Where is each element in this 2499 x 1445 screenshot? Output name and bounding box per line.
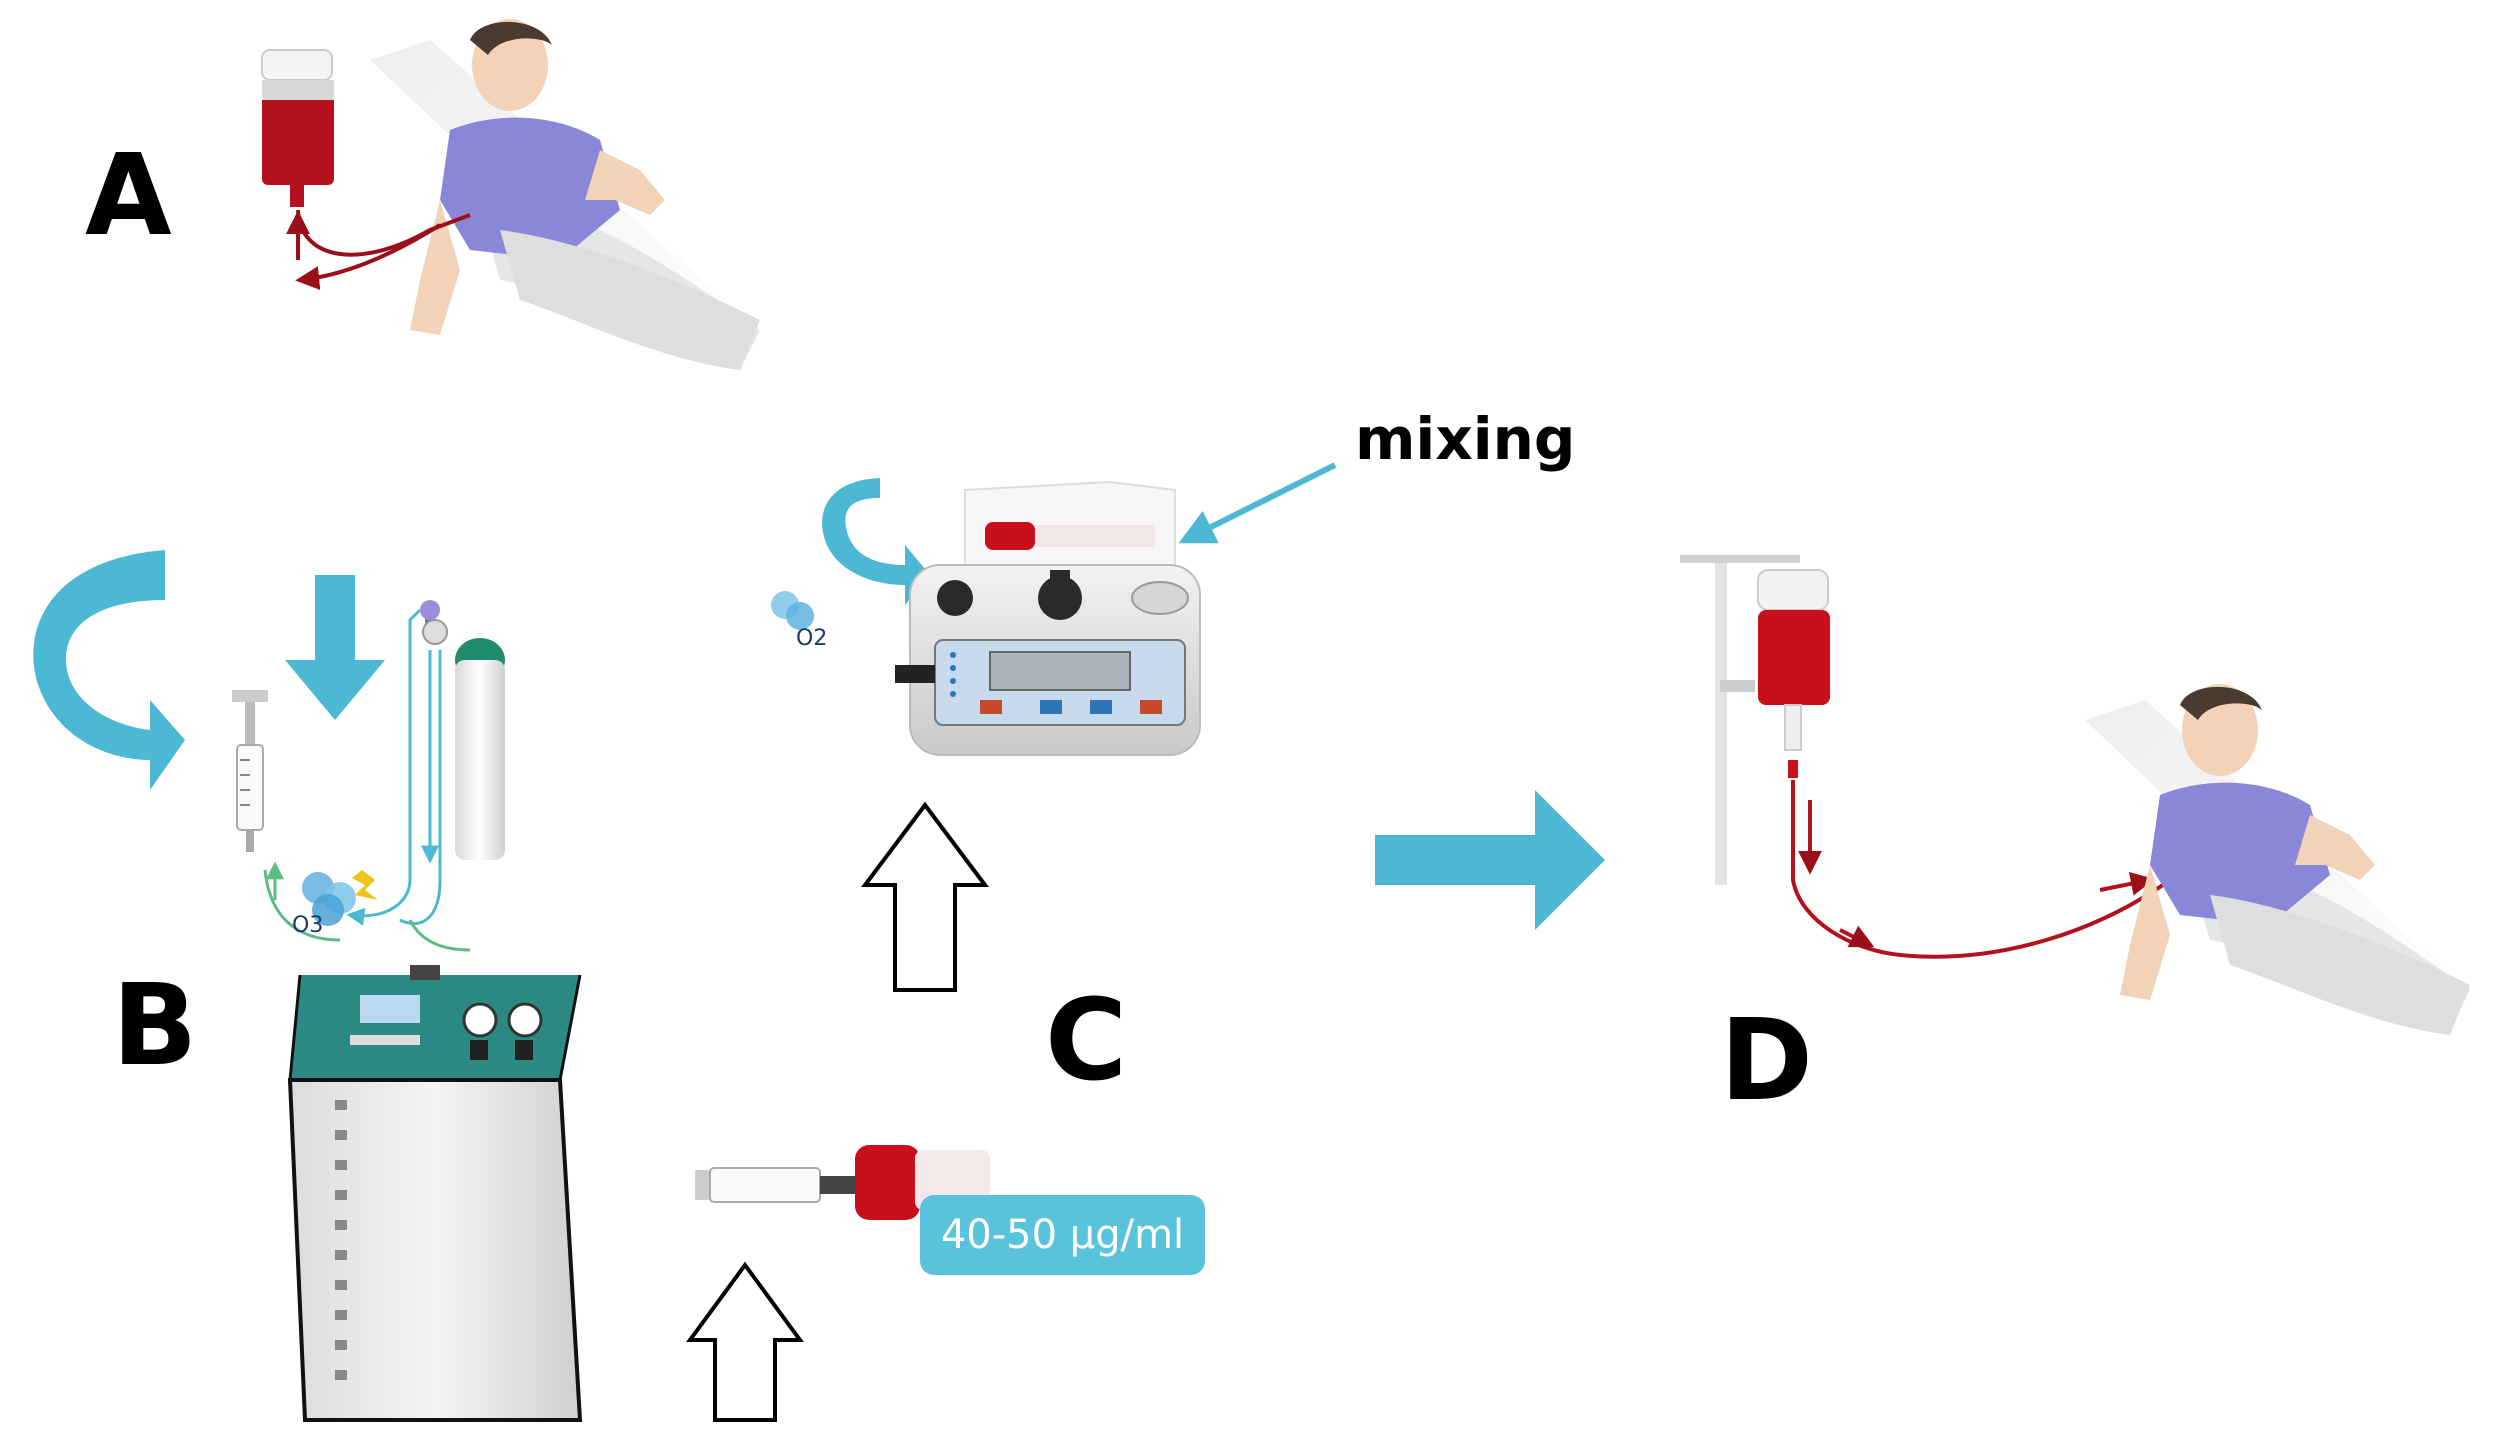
oxygen-cylinder-icon [420, 600, 505, 860]
curved-arrow-b-icon [33, 550, 185, 790]
step-label-c: C [1045, 976, 1128, 1106]
down-arrow-b-icon [285, 575, 385, 720]
mixer-device-icon [895, 480, 1201, 756]
step-label-a: A [85, 131, 172, 261]
patient-d-icon [2085, 684, 2470, 1035]
up-arrow-outline-bottom-icon [686, 1261, 804, 1422]
ozone-label: O3 [292, 913, 323, 938]
gas-flow-b-arrows [263, 608, 471, 952]
patient-a-icon [370, 19, 760, 370]
step-label-d: D [1720, 996, 1813, 1126]
blood-flow-d-arrows [1791, 780, 2172, 959]
blood-flow-a-arrows [286, 209, 471, 291]
ozone-molecule-icon: O3 [292, 870, 378, 938]
oxygen-label: O2 [796, 626, 827, 651]
right-arrow-icon [1375, 790, 1605, 930]
oxygen-molecule-icon: O2 [771, 591, 827, 651]
iv-stand-icon [1680, 555, 1800, 885]
mixing-pointer-arrow [1178, 462, 1337, 544]
ozone-generator-icon [287, 965, 583, 1422]
mixing-label: mixing [1355, 405, 1576, 473]
syringe-b-icon [232, 690, 268, 852]
curved-arrow-c-icon [822, 478, 930, 605]
step-label-b: B [112, 961, 198, 1091]
blood-bag-a-icon [261, 49, 334, 207]
up-arrow-outline-c-icon [861, 801, 989, 992]
blood-bag-d-icon [1757, 569, 1830, 778]
concentration-badge: 40-50 µg/ml [920, 1195, 1205, 1275]
